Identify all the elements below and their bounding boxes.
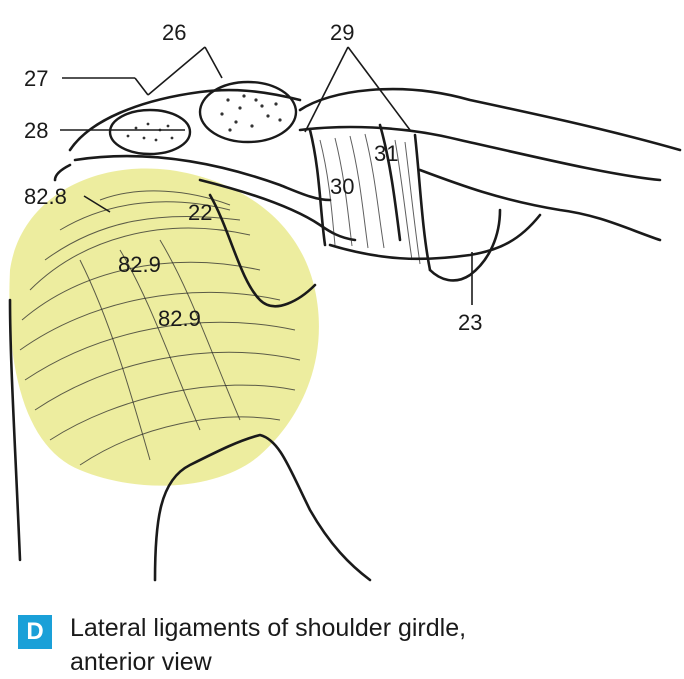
clavicle-section <box>108 108 192 156</box>
bone-stippling <box>126 94 282 142</box>
scapula-neck <box>428 208 502 282</box>
label-27: 27 <box>24 66 48 91</box>
humeral-head-upper-outline <box>53 163 72 182</box>
leader-lines <box>60 46 473 305</box>
caption-text: Lateral ligaments of shoulder girdle, an… <box>70 611 550 679</box>
label-82-9-upper: 82.9 <box>118 252 161 277</box>
coracoclavicular-ligaments <box>308 123 432 272</box>
label-22: 22 <box>188 200 212 225</box>
humeral-head-outline <box>8 298 22 562</box>
label-30: 30 <box>330 174 354 199</box>
label-82-9-lower: 82.9 <box>158 306 201 331</box>
caption-line-2: anterior view <box>70 648 212 676</box>
caption-line-1: Lateral ligaments of shoulder girdle, <box>70 614 467 642</box>
ligament-band-lower <box>198 178 357 242</box>
coracoid-lower-outline <box>328 213 542 261</box>
greater-tubercle-outline <box>208 193 317 308</box>
acromion-section <box>198 80 298 144</box>
caption-badge: D <box>18 615 52 649</box>
label-82-8: 82.8 <box>24 184 67 209</box>
ligament-band-upper <box>73 154 332 202</box>
label-29: 29 <box>330 20 354 45</box>
acromion-lower-edge <box>298 125 662 182</box>
label-23: 23 <box>458 310 482 335</box>
label-26: 26 <box>162 20 186 45</box>
humerus-shaft-outline <box>153 433 372 582</box>
label-28: 28 <box>24 118 48 143</box>
coracoid-process <box>68 88 302 152</box>
humeral-head-hatching <box>19 190 301 466</box>
ligament-23 <box>418 168 662 242</box>
label-31: 31 <box>374 141 398 166</box>
clavicle <box>298 87 682 152</box>
